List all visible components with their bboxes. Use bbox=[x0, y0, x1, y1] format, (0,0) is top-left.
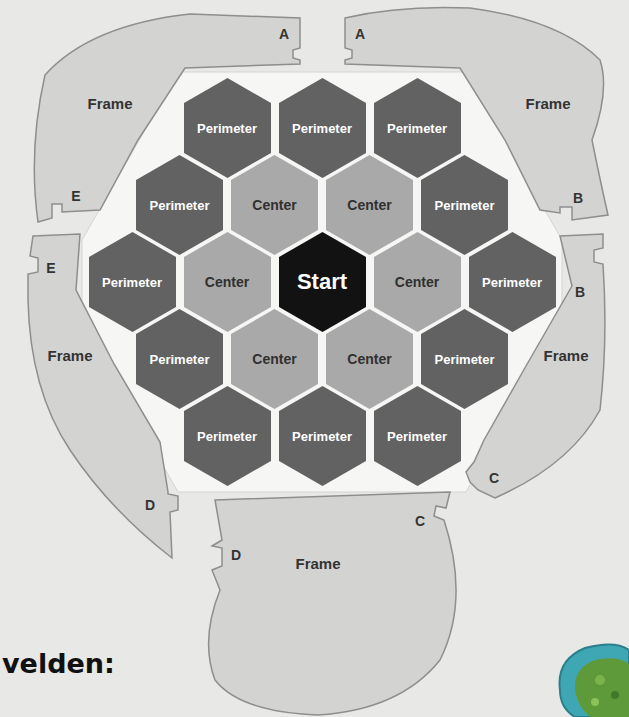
hex-tile: Perimeter bbox=[469, 232, 556, 332]
hex-label: Center bbox=[347, 197, 391, 213]
hex-label: Perimeter bbox=[150, 198, 210, 213]
frame-label: Frame bbox=[87, 95, 132, 112]
hex-shape bbox=[421, 309, 508, 409]
hex-shape bbox=[374, 78, 461, 178]
hex-shape bbox=[326, 309, 413, 409]
hex-shape bbox=[231, 155, 318, 255]
frame-label: Frame bbox=[525, 95, 570, 112]
hex-shape bbox=[374, 232, 461, 332]
hex-shape bbox=[136, 155, 223, 255]
connector-letter: C bbox=[489, 470, 499, 486]
connector-letter: D bbox=[145, 497, 155, 513]
hex-shape bbox=[184, 386, 271, 486]
hex-shape bbox=[469, 232, 556, 332]
hex-label: Center bbox=[395, 274, 439, 290]
hex-tile: Perimeter bbox=[421, 309, 508, 409]
hex-tile: Start bbox=[279, 232, 366, 332]
hex-shape bbox=[184, 232, 271, 332]
hex-tile: Center bbox=[231, 155, 318, 255]
hex-shape bbox=[136, 309, 223, 409]
frame-outline bbox=[198, 488, 478, 717]
hex-shape bbox=[326, 155, 413, 255]
connector-letter: E bbox=[71, 188, 80, 204]
hex-tile: Perimeter bbox=[421, 155, 508, 255]
hex-label: Perimeter bbox=[435, 198, 495, 213]
connector-letter: D bbox=[231, 547, 241, 563]
hex-shape bbox=[279, 386, 366, 486]
hex-tile: Perimeter bbox=[279, 78, 366, 178]
hex-label: Perimeter bbox=[197, 121, 257, 136]
hex-shape bbox=[89, 232, 176, 332]
hex-shape bbox=[231, 309, 318, 409]
hex-tile: Perimeter bbox=[374, 386, 461, 486]
hex-tile: Perimeter bbox=[184, 386, 271, 486]
hex-label: Perimeter bbox=[387, 429, 447, 444]
hex-shape bbox=[279, 78, 366, 178]
hex-label: Center bbox=[252, 197, 296, 213]
frame-label: Frame bbox=[47, 347, 92, 364]
hex-label: Perimeter bbox=[292, 121, 352, 136]
hex-label: Start bbox=[297, 269, 347, 295]
hex-tile: Perimeter bbox=[279, 386, 366, 486]
hex-label: Perimeter bbox=[435, 352, 495, 367]
connector-letter: A bbox=[279, 26, 289, 42]
hex-label: Center bbox=[205, 274, 249, 290]
hex-label: Perimeter bbox=[150, 352, 210, 367]
frame-shape bbox=[209, 492, 457, 715]
hex-tile: Perimeter bbox=[89, 232, 176, 332]
hex-tile: Perimeter bbox=[136, 155, 223, 255]
hex-tile: Perimeter bbox=[374, 78, 461, 178]
hex-shape bbox=[184, 78, 271, 178]
hex-shape bbox=[279, 232, 366, 332]
frame-label: Frame bbox=[543, 347, 588, 364]
frame-piece: Frame bbox=[198, 488, 478, 717]
hex-tile: Center bbox=[326, 155, 413, 255]
connector-letter: B bbox=[573, 190, 583, 206]
hex-label: Perimeter bbox=[197, 429, 257, 444]
hex-label: Perimeter bbox=[102, 275, 162, 290]
hex-shape bbox=[421, 155, 508, 255]
hex-tile: Center bbox=[326, 309, 413, 409]
hex-tile: Center bbox=[231, 309, 318, 409]
hex-label: Center bbox=[347, 351, 391, 367]
frame-shape bbox=[466, 234, 605, 498]
connector-letter: E bbox=[46, 260, 55, 276]
hex-tile: Perimeter bbox=[184, 78, 271, 178]
connector-letter: A bbox=[355, 26, 365, 42]
hex-shape bbox=[374, 386, 461, 486]
frame-label: Frame bbox=[295, 555, 340, 572]
hex-tile: Perimeter bbox=[136, 309, 223, 409]
hex-tile: Center bbox=[374, 232, 461, 332]
heading-fragment: velden: bbox=[2, 648, 115, 679]
hex-tile: Center bbox=[184, 232, 271, 332]
hex-label: Perimeter bbox=[292, 429, 352, 444]
frame-shape bbox=[28, 234, 178, 558]
hex-label: Perimeter bbox=[482, 275, 542, 290]
island-tile bbox=[560, 644, 629, 717]
hex-label: Center bbox=[252, 351, 296, 367]
hex-label: Perimeter bbox=[387, 121, 447, 136]
connector-letter: B bbox=[575, 284, 585, 300]
connector-letter: C bbox=[415, 513, 425, 529]
